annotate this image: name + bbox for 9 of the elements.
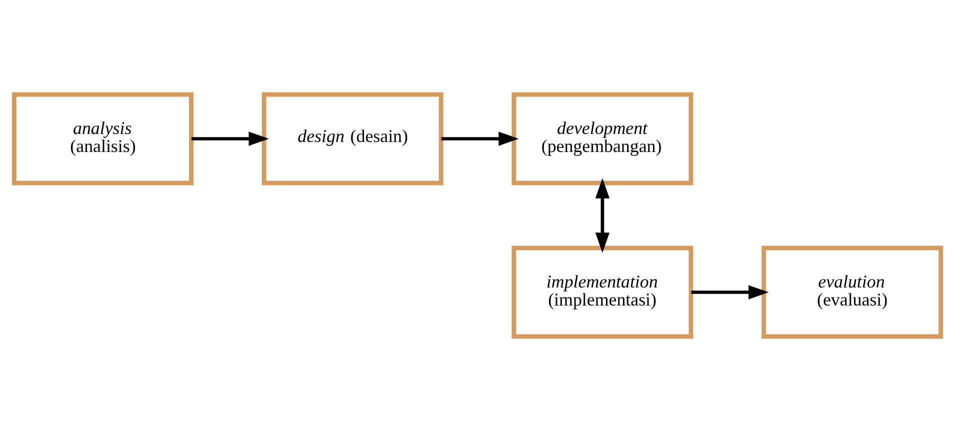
- node-box: analysis (analisis): [11, 92, 193, 185]
- arrow: [594, 178, 610, 252]
- node-box: design (desain): [261, 92, 443, 185]
- arrow: [440, 131, 518, 146]
- node-box: evalution (evaluasi): [761, 245, 943, 338]
- node-box: development (pengembangan): [511, 92, 693, 185]
- node-box: implementation (implementasi): [511, 245, 693, 338]
- arrow: [191, 131, 268, 146]
- arrow: [690, 284, 768, 299]
